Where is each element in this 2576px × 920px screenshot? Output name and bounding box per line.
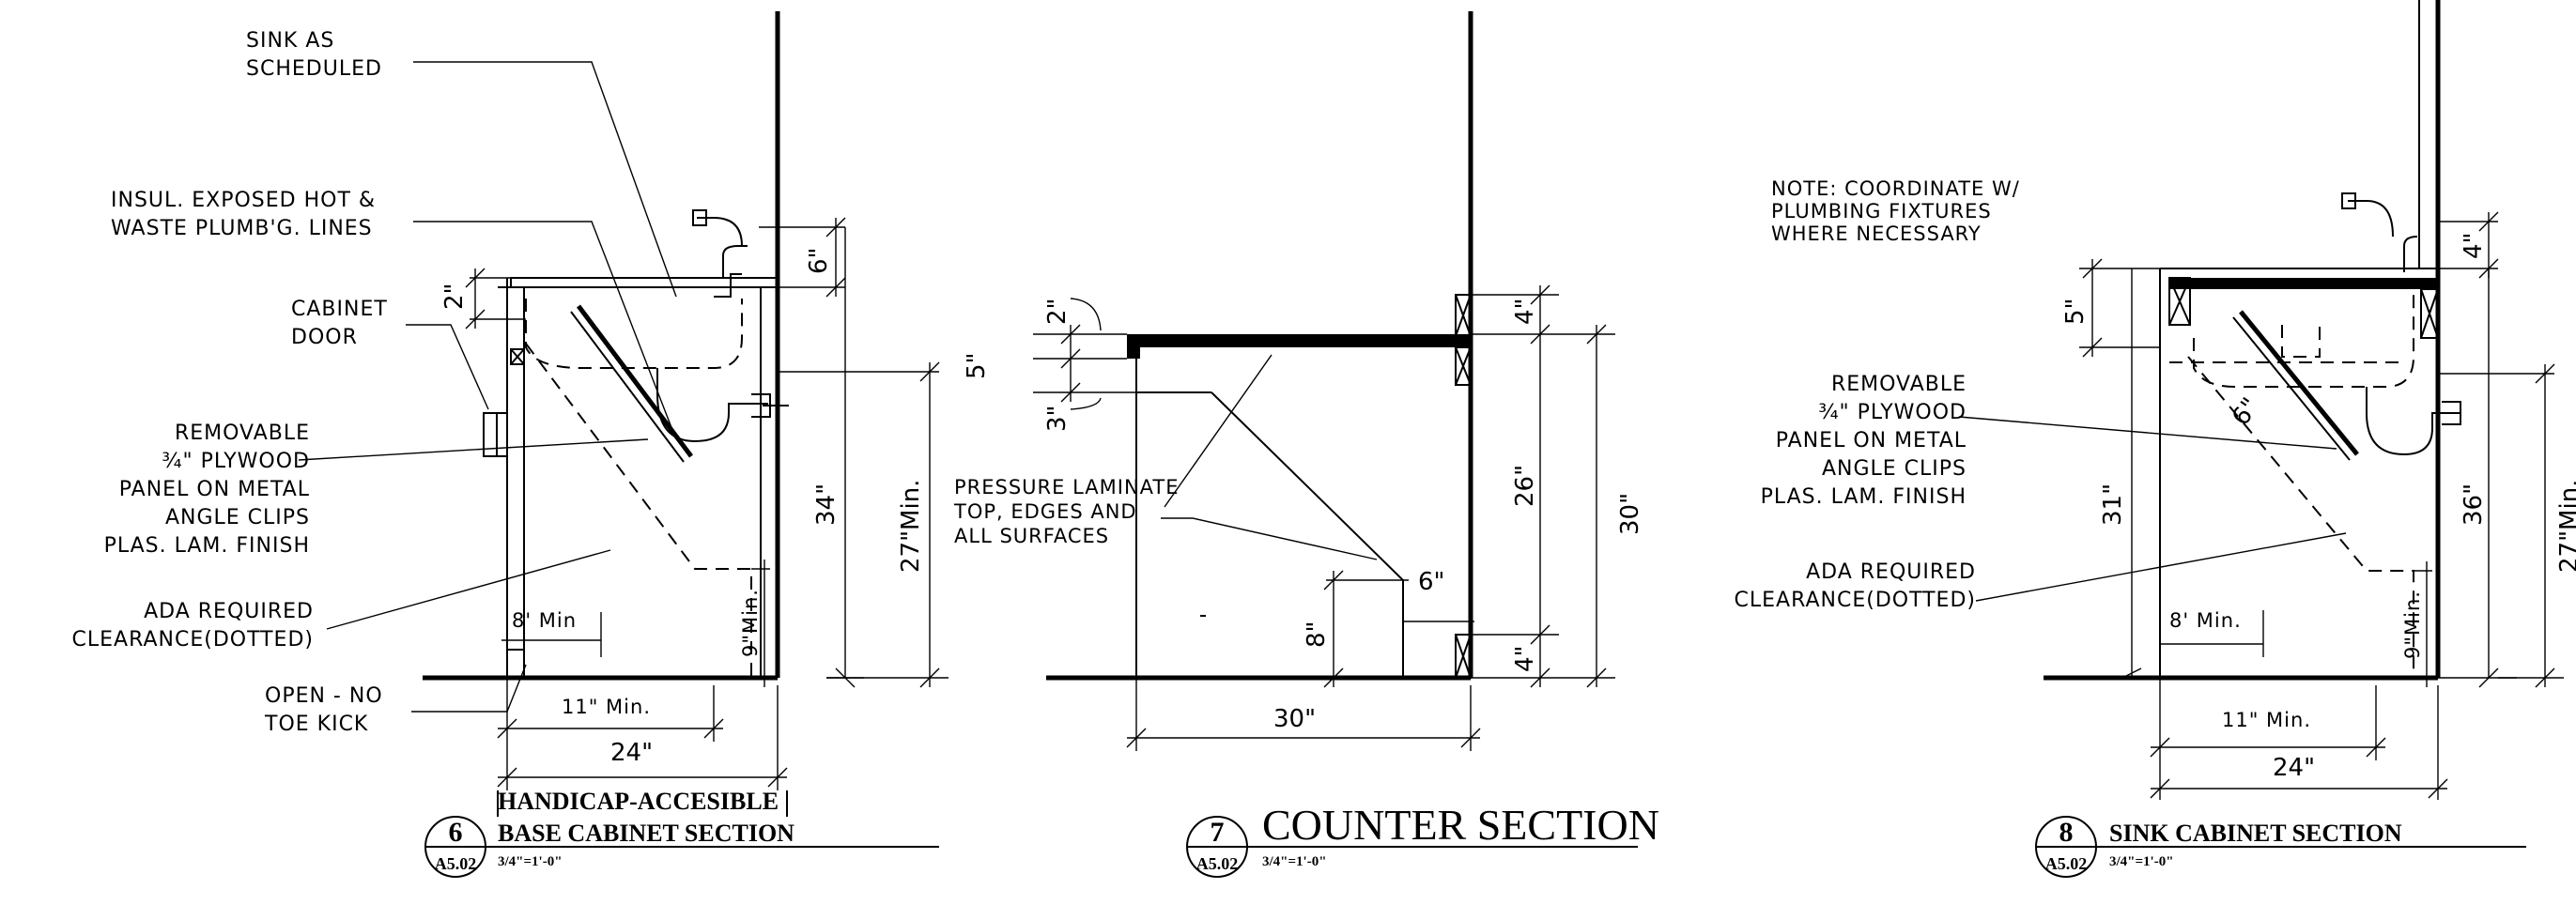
section-8-title: SINK CABINET SECTION — [2109, 820, 2402, 847]
section-6-bubble-number: 6 — [449, 817, 463, 848]
note-coordinate-3: WHERE NECESSARY — [1771, 222, 1982, 245]
dim-11in-min: 11" Min. — [562, 696, 651, 718]
section-7-title: COUNTER SECTION — [1262, 801, 1659, 849]
note-laminate-3: ALL SURFACES — [954, 525, 1109, 547]
dim-31in: 31" — [2099, 483, 2127, 526]
section-6-title-1: HANDICAP-ACCESIBLE — [498, 788, 779, 815]
note-panel-5: PLAS. LAM. FINISH — [104, 534, 310, 558]
dim-30in-horizontal: 30" — [1273, 705, 1316, 733]
section-8-sink-cabinet: 4" 36" 27"Min. 5" 31" 6" 9"Min. 8' M — [1735, 0, 2576, 878]
counter-top — [1127, 334, 1471, 347]
dim-2in: 2" — [440, 283, 469, 310]
dim-24in: 24" — [610, 739, 653, 767]
note-laminate-2: TOP, EDGES AND — [953, 500, 1137, 523]
section-7-counter: 2" 5" 3" 4" 26" 4" 30" 6" 8" 30" — [953, 11, 1659, 878]
note-ada-1: ADA REQUIRED — [1806, 560, 1976, 584]
section-6-base-cabinet: 2" 6" 34" 27"Min. 9"Min. 8' Min — [72, 11, 949, 878]
note-ada-2: CLEARANCE(DOTTED) — [72, 628, 315, 652]
section-8-bubble-number: 8 — [2059, 817, 2074, 848]
note-panel-2: ¾" PLYWOOD — [1818, 401, 1967, 424]
dim-4in-top: 4" — [1511, 298, 1539, 325]
dim-6in: 6" — [1418, 568, 1445, 596]
note-insul-2: WASTE PLUMB'G. LINES — [111, 217, 373, 240]
dim-11in-min: 11" Min. — [2222, 709, 2311, 731]
dim-9in-min: 9"Min. — [2401, 590, 2424, 659]
dim-30in-vertical: 30" — [1616, 493, 1644, 535]
dim-4in: 4" — [2460, 232, 2488, 259]
note-ada-1: ADA REQUIRED — [144, 600, 314, 623]
note-toe-2: TOE KICK — [264, 713, 368, 736]
section-8-scale: 3/4"=1'-0" — [2109, 854, 2174, 869]
dim-34in: 34" — [812, 483, 841, 526]
note-panel-4: ANGLE CLIPS — [1822, 457, 1967, 481]
note-coordinate-2: PLUMBING FIXTURES — [1771, 200, 1992, 222]
dim-6in: 6" — [2227, 392, 2265, 431]
note-cabinet-door-1: CABINET — [291, 298, 388, 321]
note-panel-3: PANEL ON METAL — [1776, 429, 1967, 452]
section-7-scale: 3/4"=1'-0" — [1262, 854, 1327, 869]
note-panel-3: PANEL ON METAL — [119, 478, 310, 501]
dim-3in: 3" — [1043, 405, 1072, 432]
note-insul-1: INSUL. EXPOSED HOT & — [111, 189, 376, 212]
note-sink-2: SCHEDULED — [246, 57, 382, 81]
dim-24in: 24" — [2273, 754, 2315, 782]
note-sink-1: SINK AS — [246, 29, 334, 53]
section-7-bubble-sheet: A5.02 — [1196, 854, 1239, 873]
dim-27in-min: 27"Min. — [2555, 480, 2576, 573]
section-7-bubble-number: 7 — [1211, 817, 1225, 848]
note-coordinate-1: NOTE: COORDINATE W/ — [1771, 177, 2020, 200]
section-6-bubble-sheet: A5.02 — [435, 854, 477, 873]
note-panel-1: REMOVABLE — [1831, 373, 1967, 396]
dim-8ft-min: 8' Min. — [2169, 609, 2242, 632]
note-panel-4: ANGLE CLIPS — [165, 506, 310, 529]
note-panel-2: ¾" PLYWOOD — [162, 450, 310, 473]
note-cabinet-door-2: DOOR — [291, 326, 358, 349]
note-panel-5: PLAS. LAM. FINISH — [1761, 485, 1967, 509]
dim-26in: 26" — [1511, 465, 1539, 507]
note-laminate-1: PRESSURE LAMINATE — [954, 476, 1180, 498]
dim-8in: 8" — [1303, 621, 1331, 648]
note-panel-1: REMOVABLE — [175, 422, 310, 445]
dim-5in: 5" — [963, 352, 991, 379]
dim-36in: 36" — [2460, 483, 2488, 526]
dim-27in-min: 27"Min. — [897, 480, 925, 573]
dim-8ft-min: 8' Min — [512, 609, 577, 632]
sink-countertop — [2169, 278, 2438, 289]
note-toe-1: OPEN - NO — [265, 684, 383, 708]
dim-9in-min: 9"Min. — [739, 589, 762, 657]
dim-2in-top: 2" — [1043, 298, 1072, 325]
dim-6in-a: 6" — [805, 247, 833, 274]
note-ada-2: CLEARANCE(DOTTED) — [1735, 589, 1977, 612]
dim-5in: 5" — [2061, 298, 2090, 325]
section-6-scale: 3/4"=1'-0" — [498, 854, 563, 869]
section-8-bubble-sheet: A5.02 — [2045, 854, 2088, 873]
dim-4in-bottom: 4" — [1511, 645, 1539, 672]
section-6-title-2: BASE CABINET SECTION — [498, 820, 794, 847]
